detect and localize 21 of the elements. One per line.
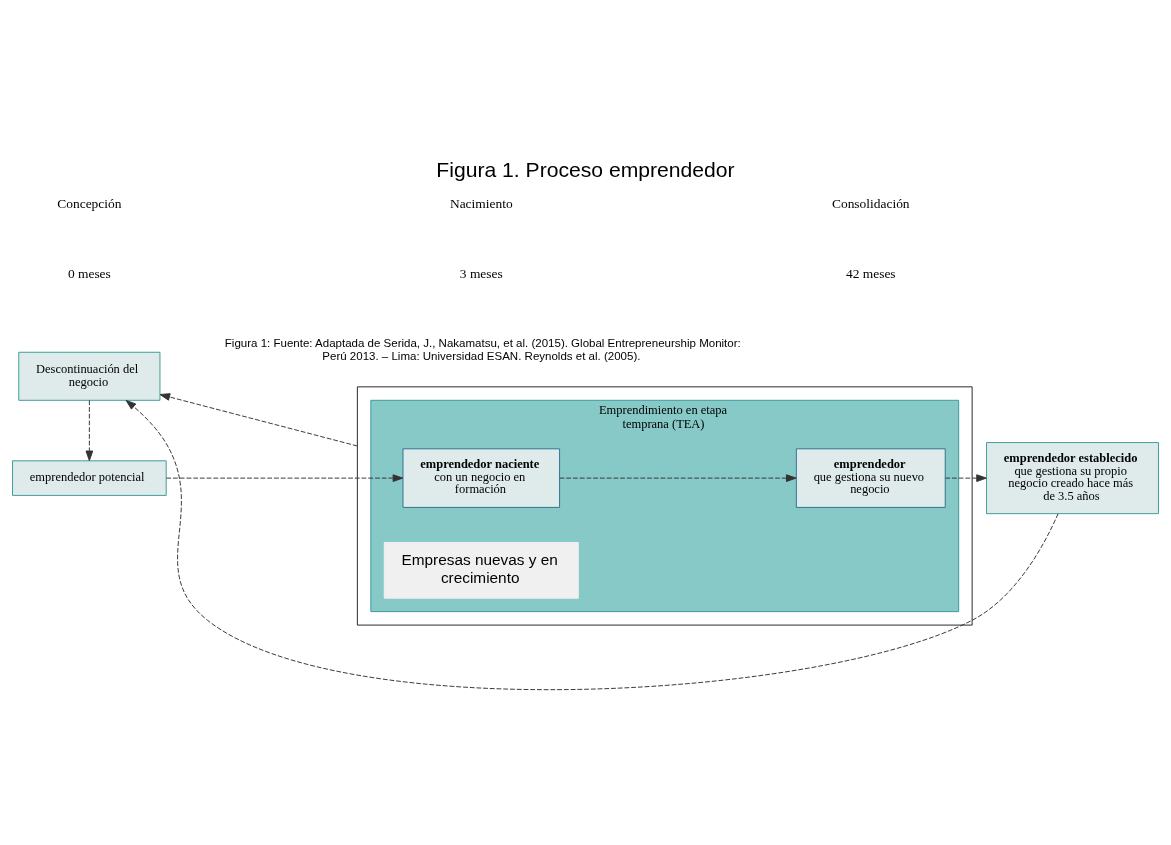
node-box: emprendedor naciente con un negocio en formación xyxy=(402,447,561,508)
label: Nacimiento xyxy=(449,195,513,211)
node-box: Empresas nuevas y en crecimiento xyxy=(383,541,579,599)
node-box: Descontinuación del negocio xyxy=(18,351,161,401)
label: 3 meses xyxy=(459,265,503,281)
label: Consolidación xyxy=(831,195,910,211)
node-box: emprendedor establecido que gestiona su propio negocio creado hace más de 3.5 años xyxy=(986,441,1159,514)
node-box: emprendedor que gestiona su nuevo negocio xyxy=(795,447,946,508)
arrow xyxy=(85,399,94,461)
label: 0 meses xyxy=(67,265,111,281)
node-box: emprendedor potencial xyxy=(12,459,167,496)
label: 42 meses xyxy=(845,265,896,281)
arrow xyxy=(165,473,404,482)
diagram-title: Figura 1. Proceso emprendedor xyxy=(436,157,735,181)
cluster xyxy=(356,385,973,626)
arrow xyxy=(159,392,358,446)
arrow xyxy=(559,473,797,482)
label: Concepción xyxy=(57,195,122,211)
arrow xyxy=(125,399,1059,690)
arrow xyxy=(944,473,987,482)
caption: Figura 1: Fuente: Adaptada de Serida, J., Nakamatsu, et al. (2015). Global Entrepreneurship Monitor: Perú 2013. – Lima: Universidad ESAN. Reynolds et al. (2005). xyxy=(224,336,741,362)
